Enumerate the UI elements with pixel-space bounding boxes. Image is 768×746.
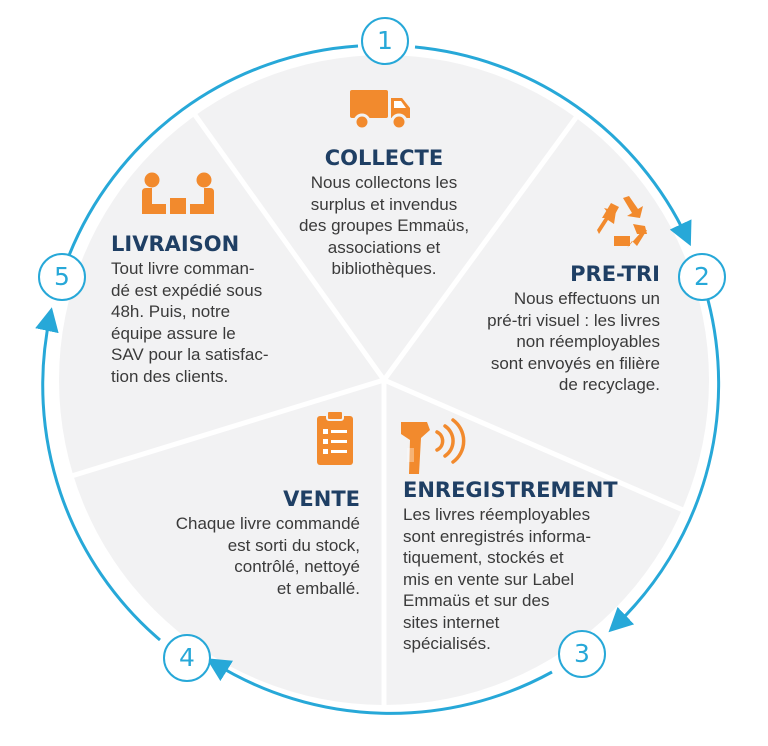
step-text-line: de recyclage. (558, 375, 660, 394)
step-number-4: 4 (163, 634, 211, 682)
step-text-line: tion des clients. (111, 366, 229, 386)
barcode-scanner-icon (401, 418, 466, 474)
step-text-line: surplus et invendus (310, 194, 458, 214)
step-vente: VENTE Chaque livre commandé est sorti du… (120, 487, 360, 599)
step-livraison: LIVRAISON Tout livre comman- dé est expé… (111, 232, 311, 387)
step-text-line: spécialisés. (403, 634, 491, 653)
checklist-icon (317, 411, 353, 465)
step-text-line: contrôlé, nettoyé (234, 557, 360, 576)
step-text-line: sites internet (403, 612, 500, 632)
step-collecte: COLLECTE Nous collectons les surplus et … (290, 146, 478, 280)
step-text-line: est sorti du stock, (227, 535, 360, 555)
step-text-line: équipe assure le (111, 323, 236, 343)
step-pre-tri: PRE-TRI Nous effectuons un pré-tri visue… (450, 262, 660, 396)
step-text-line: Nous collectons les (310, 173, 458, 192)
step-number-1: 1 (361, 17, 409, 65)
step-title-livraison: LIVRAISON (111, 232, 240, 256)
step-enregistrement: ENREGISTREMENT Les livres réemployables … (403, 478, 643, 655)
recycle-icon (597, 196, 647, 248)
step-text-line: Nous effectuons un (513, 289, 660, 308)
cycle-arrow-2-3 (608, 299, 721, 633)
step-text-line: dé est expédié sous (111, 280, 263, 300)
step-number-5: 5 (38, 253, 86, 301)
step-text-line: associations et (327, 237, 441, 257)
cycle-arrow-5-1 (66, 44, 359, 259)
step-text-line: SAV pour la satisfac- (111, 345, 269, 364)
step-text-line: Chaque livre commandé (175, 514, 360, 533)
step-text-line: Tout livre comman- (111, 259, 255, 278)
cycle-arrow-3-4 (206, 658, 553, 715)
cycle-arrow-1-2 (414, 45, 692, 247)
cycle-arrow-4-5 (35, 307, 161, 642)
step-text-line: 48h. Puis, notre (111, 302, 231, 321)
step-title-enregistrement: ENREGISTREMENT (403, 478, 618, 502)
step-text-line: et emballé. (276, 578, 360, 598)
step-text-line: Emmaüs et sur des (403, 591, 550, 610)
truck-icon (350, 90, 410, 131)
step-number-3: 3 (558, 630, 606, 678)
step-text-line: tiquement, stockés et (403, 548, 564, 567)
step-text-line: bibliothèques. (331, 259, 437, 278)
step-title-collecte: COLLECTE (324, 146, 444, 170)
step-text-line: pré-tri visuel : les livres (487, 310, 660, 330)
step-title-pre-tri: PRE-TRI (570, 262, 660, 286)
people-desk-icon (142, 172, 214, 214)
step-title-vente: VENTE (283, 487, 360, 511)
step-number-2: 2 (678, 253, 726, 301)
segment-dividers (62, 105, 709, 711)
step-text-line: non réemployables (516, 332, 660, 351)
step-text-line: sont enregistrés informa- (403, 526, 592, 546)
step-text-line: des groupes Emmaüs, (298, 216, 470, 235)
step-text-line: mis en vente sur Label (403, 569, 575, 589)
step-text-line: sont envoyés en filière (490, 353, 660, 373)
step-text-line: Les livres réemployables (403, 505, 591, 524)
